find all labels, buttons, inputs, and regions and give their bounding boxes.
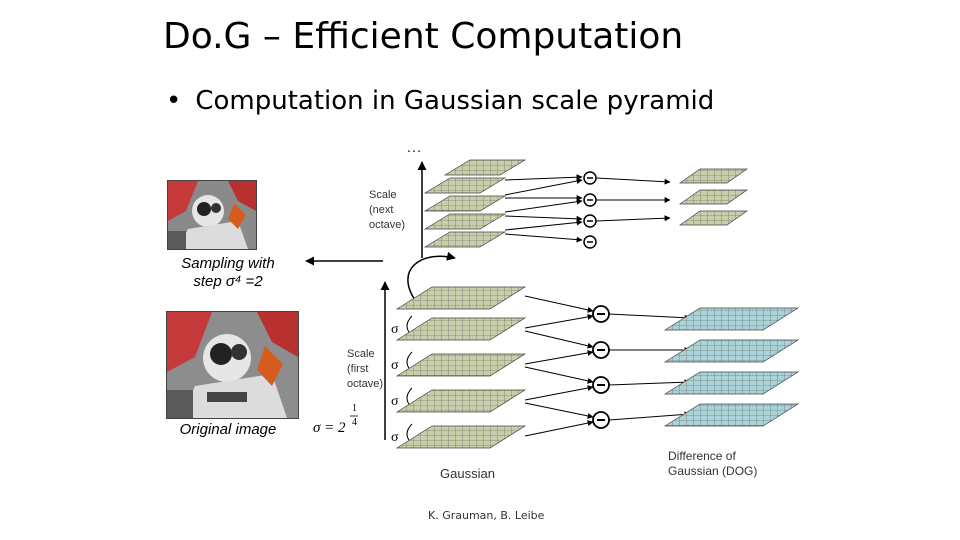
arrow-3b <box>525 387 593 400</box>
dog-level-1 <box>665 308 798 330</box>
scale-first-label-1: Scale <box>347 348 375 360</box>
next-gaussian-level-3 <box>425 214 505 229</box>
next-octave-subtraction <box>505 172 670 248</box>
arrow-3a <box>525 367 593 382</box>
scale-next-label-3: octave) <box>369 219 405 231</box>
next-gaussian-level-4 <box>425 232 505 247</box>
ellipsis-text: … <box>406 139 422 156</box>
first-octave-gaussian-stack <box>397 287 525 448</box>
next-out-arrow-3 <box>596 218 670 221</box>
sigma-label-3: σ <box>391 394 399 409</box>
arrow-1b <box>525 316 593 328</box>
arrow-1a <box>525 296 593 311</box>
scale-next-label-2: (next <box>369 204 393 216</box>
sigma-formula-exp-den: 4 <box>352 417 357 428</box>
gaussian-level-2 <box>397 318 525 340</box>
dog-stack <box>665 308 798 426</box>
arrow-2b <box>525 352 593 364</box>
first-octave-subtraction <box>525 296 690 436</box>
next-gaussian-level-1 <box>425 178 505 193</box>
sigma-label-1: σ <box>391 322 399 337</box>
credit-text: K. Grauman, B. Leibe <box>428 509 544 522</box>
next-dog-level-1 <box>680 169 747 183</box>
next-gaussian-level-2 <box>425 196 505 211</box>
next-arrow-3b <box>505 222 582 230</box>
dog-level-3 <box>665 372 798 394</box>
next-dog-level-2 <box>680 190 747 204</box>
next-gaussian-level-5 <box>445 160 525 175</box>
sigma-label-4: σ <box>391 430 399 445</box>
scale-next-label-1: Scale <box>369 189 397 201</box>
next-octave-dog-stack <box>680 169 747 225</box>
gaussian-level-1 <box>397 287 525 309</box>
arrow-4a <box>525 403 593 417</box>
next-dog-level-3 <box>680 211 747 225</box>
next-arrow-2b <box>505 201 582 212</box>
sigma-label-2: σ <box>391 358 399 373</box>
next-out-arrow-1 <box>596 178 670 182</box>
gaussian-level-3 <box>397 354 525 376</box>
dog-label-1: Difference of <box>668 449 736 463</box>
gaussian-level-4 <box>397 390 525 412</box>
sigma-formula: σ = 2 <box>313 420 346 436</box>
arrow-4b <box>525 422 593 436</box>
gaussian-label: Gaussian <box>440 466 495 481</box>
next-arrow-1a <box>505 177 582 180</box>
arrow-2a <box>525 331 593 347</box>
scale-first-label-3: octave) <box>347 378 383 390</box>
sigma-formula-exp-num: 1 <box>352 403 357 414</box>
next-arrow-1b <box>505 180 582 195</box>
next-arrow-3a <box>505 216 582 219</box>
gaussian-level-5 <box>397 426 525 448</box>
dog-level-2 <box>665 340 798 362</box>
scale-first-label-2: (first <box>347 363 368 375</box>
out-arrow-1 <box>609 314 690 318</box>
dog-level-4 <box>665 404 798 426</box>
dog-label-2: Gaussian (DOG) <box>668 464 757 478</box>
out-arrow-3 <box>609 382 690 385</box>
next-arrow-4a <box>505 234 582 240</box>
